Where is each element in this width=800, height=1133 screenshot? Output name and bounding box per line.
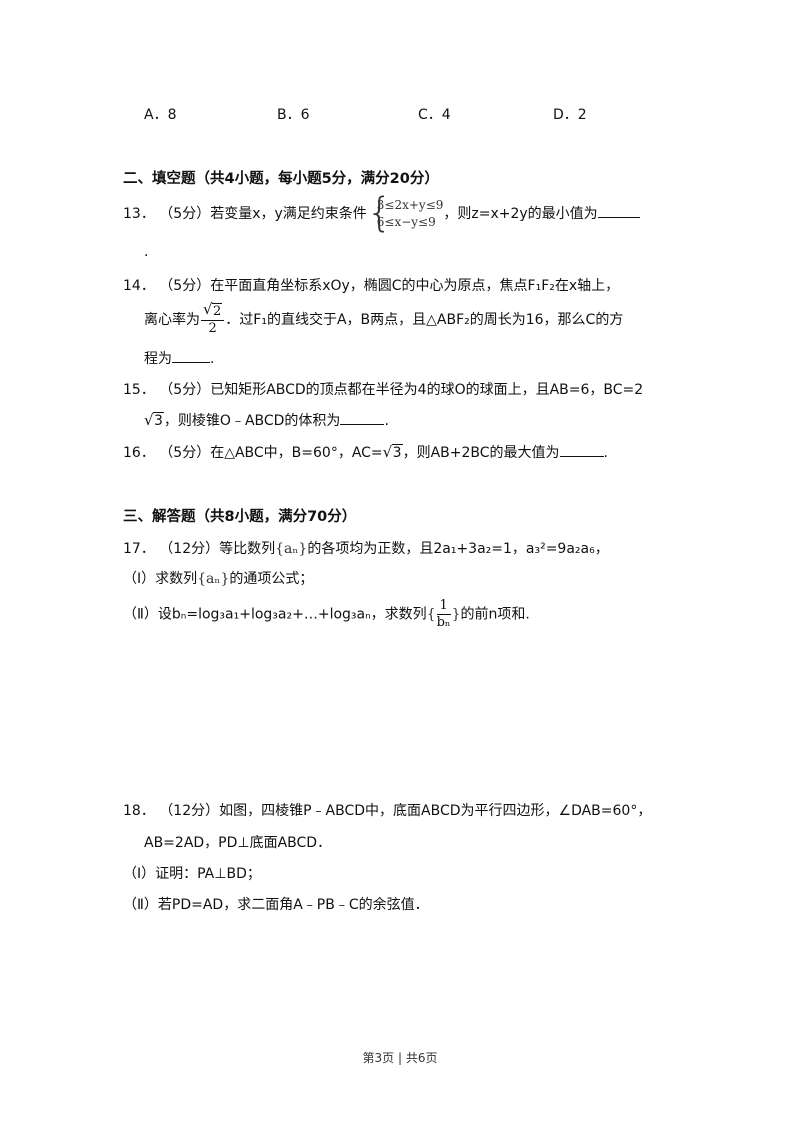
- question-text: 程为: [144, 351, 172, 367]
- question-number: 15．: [123, 382, 155, 398]
- part-label: （Ⅰ）: [123, 571, 156, 587]
- question-18-line2: AB=2AD，PD⊥底面ABCD．: [144, 835, 332, 851]
- option-c: C．4: [418, 107, 451, 123]
- question-16: 16． （5分）在△ABC中，B=60°，AC=√3，则AB+2BC的最大值为.: [123, 442, 608, 462]
- question-text: ．过F₁的直线交于A，B两点，且△ABF₂的周长为16，那么C的方: [225, 312, 624, 328]
- question-15: 15． （5分）已知矩形ABCD的顶点都在半径为4的球O的球面上，且AB=6，B…: [123, 379, 643, 399]
- question-number: 17．: [123, 541, 155, 557]
- question-text: （5分）已知矩形ABCD的顶点都在半径为4的球O的球面上，且AB=6，BC=2: [159, 382, 644, 398]
- question-17: 17． （12分）等比数列{aₙ}的各项均为正数，且2a₁+3a₂=1，a₃²=…: [123, 538, 609, 558]
- question-text: 设bₙ=log₃a₁+log₃a₂+…+log₃aₙ，求数列: [157, 606, 427, 623]
- question-text: 证明：PA⊥BD；: [155, 866, 261, 882]
- question-text: 离心率为: [144, 312, 200, 328]
- sequence-notation: {aₙ}: [275, 541, 308, 557]
- radicand: 3: [153, 412, 164, 429]
- question-15-line2: √3，则棱锥O﹣ABCD的体积为.: [144, 410, 389, 430]
- part-label: （Ⅱ）: [123, 897, 158, 913]
- constraint-row: 3≤2x+y≤9: [376, 198, 444, 212]
- question-18-part1: （Ⅰ）证明：PA⊥BD；: [123, 863, 261, 883]
- question-text: 的前n项和.: [460, 606, 530, 623]
- question-text: ，则棱锥O﹣ABCD的体积为: [163, 413, 341, 429]
- question-number: 14．: [123, 278, 155, 294]
- square-root: √3: [382, 443, 403, 461]
- question-text: （5分）若变量x，y满足约束条件: [159, 206, 367, 222]
- question-text: ，则AB+2BC的最大值为: [402, 445, 560, 461]
- fraction-numerator: 2: [212, 303, 223, 319]
- question-14: 14． （5分）在平面直角坐标系xOy，椭圆C的中心为原点，焦点F₁F₂在x轴上…: [123, 275, 619, 295]
- section-heading-fill-in: 二、填空题（共4小题，每小题5分，满分20分）: [123, 171, 439, 187]
- question-13-end: .: [144, 244, 149, 260]
- square-root: √3: [144, 411, 164, 429]
- question-text: （12分）如图，四棱锥P﹣ABCD中，底面ABCD为平行四边形，∠DAB=60°…: [159, 803, 652, 819]
- question-text-end: .: [384, 413, 389, 429]
- fraction-numerator: 1: [436, 598, 451, 615]
- sequence-notation: {aₙ}: [197, 571, 230, 587]
- question-text: 若PD=AD，求二面角A﹣PB﹣C的余弦值．: [157, 897, 429, 913]
- part-label: （Ⅰ）: [123, 866, 156, 882]
- answer-blank: [172, 350, 210, 363]
- question-text: ，则z=x+2y的最小值为: [443, 206, 598, 222]
- option-a: A．8: [144, 107, 177, 123]
- section-heading-problems: 三、解答题（共8小题，满分70分）: [123, 509, 357, 525]
- constraint-row: 6≤x−y≤9: [376, 215, 436, 229]
- question-18-part2: （Ⅱ）若PD=AD，求二面角A﹣PB﹣C的余弦值．: [123, 894, 429, 914]
- question-text: 的各项均为正数，且2a₁+3a₂=1，a₃²=9a₂a₆，: [307, 541, 609, 557]
- question-text: 求数列: [155, 571, 198, 587]
- fraction-denominator: bₙ: [436, 615, 451, 630]
- question-17-part1: （Ⅰ）求数列{aₙ}的通项公式；: [123, 568, 313, 588]
- question-text: 的通项公式；: [229, 571, 314, 587]
- option-b: B．6: [277, 107, 310, 123]
- question-14-line3: 程为.: [144, 348, 214, 368]
- question-18: 18． （12分）如图，四棱锥P﹣ABCD中，底面ABCD为平行四边形，∠DAB…: [123, 800, 651, 820]
- page-footer: 第3页 | 共6页: [362, 1051, 438, 1065]
- question-number: 16．: [123, 445, 155, 461]
- question-text: （5分）在△ABC中，B=60°，AC=: [159, 445, 383, 461]
- question-text-end: .: [603, 445, 608, 461]
- option-d: D．2: [553, 107, 587, 123]
- answer-blank: [340, 412, 385, 425]
- answer-blank: [597, 205, 640, 218]
- fraction-denominator: 2: [208, 321, 217, 336]
- question-text-end: .: [210, 351, 215, 367]
- question-text: （12分）等比数列: [159, 541, 276, 557]
- part-label: （Ⅱ）: [123, 606, 158, 623]
- question-text: （5分）在平面直角坐标系xOy，椭圆C的中心为原点，焦点F₁F₂在x轴上，: [159, 278, 620, 294]
- radicand: 3: [391, 444, 403, 461]
- question-number: 13．: [123, 206, 155, 222]
- answer-blank: [559, 444, 604, 457]
- question-number: 18．: [123, 803, 155, 819]
